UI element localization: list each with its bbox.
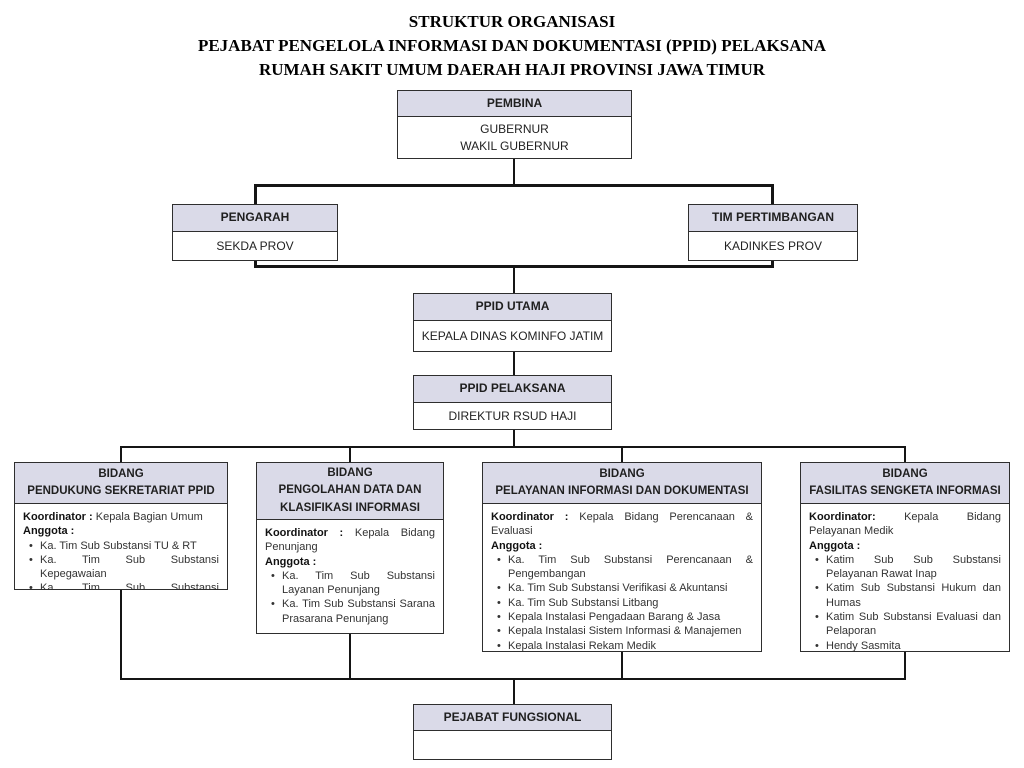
bidang-2-anggota-label: Anggota : <box>265 555 435 569</box>
bidang-4-body: Koordinator: Kepala Bidang Pelayanan Med… <box>801 504 1009 651</box>
connector-b4-drop <box>904 446 906 462</box>
node-ppid-pelaksana: PPID PELAKSANA DIREKTUR RSUD HAJI <box>413 375 612 430</box>
node-ppid-utama-title: PPID UTAMA <box>414 294 611 321</box>
node-pengarah: PENGARAH SEKDA PROV <box>172 204 338 261</box>
list-item: Katim Sub Sub Substansi Pelayanan Rawat … <box>815 553 1001 582</box>
node-ppid-pelaksana-body: DIREKTUR RSUD HAJI <box>414 403 611 429</box>
node-ppid-pelaksana-title: PPID PELAKSANA <box>414 376 611 403</box>
bidang-3-title: BIDANG PELAYANAN INFORMASI DAN DOKUMENTA… <box>483 463 761 504</box>
bidang-2-koordinator: Koordinator : Kepala Bidang Penunjang <box>265 526 435 555</box>
bidang-2-body: Koordinator : Kepala Bidang Penunjang An… <box>257 520 443 633</box>
bidang-3-anggota-list: Ka. Tim Sub Substansi Perencanaan & Peng… <box>491 553 753 651</box>
bidang-1-title: BIDANG PENDUKUNG SEKRETARIAT PPID <box>15 463 227 504</box>
list-item: Kepala Instalasi Sistem Informasi & Mana… <box>497 624 753 639</box>
bidang-pendukung-sekretariat-ppid: BIDANG PENDUKUNG SEKRETARIAT PPID Koordi… <box>14 462 228 590</box>
connector-distribution <box>120 446 906 448</box>
list-item: Ka. Tim Sub Substansi TU & RT <box>29 539 219 554</box>
connector-b3-bottom <box>621 652 623 680</box>
connector-pelaksana-down <box>513 430 515 448</box>
node-pembina-body: GUBERNUR WAKIL GUBERNUR <box>398 117 631 158</box>
bidang-4-title-line-2: FASILITAS SENGKETA INFORMASI <box>809 485 1001 497</box>
bidang-2-title-line-2: PENGOLAHAN DATA DAN <box>278 484 422 497</box>
bidang-1-anggota-list: Ka. Tim Sub Substansi TU & RT Ka. Tim Su… <box>23 539 219 589</box>
node-pengarah-title: PENGARAH <box>173 205 337 232</box>
bidang-pelayanan-informasi-dokumentasi: BIDANG PELAYANAN INFORMASI DAN DOKUMENTA… <box>482 462 762 652</box>
connector-b1-bottom <box>120 590 122 680</box>
bidang-4-title: BIDANG FASILITAS SENGKETA INFORMASI <box>801 463 1009 504</box>
anggota-label: Anggota : <box>265 555 317 568</box>
connector-pembina-down <box>513 159 515 186</box>
list-item: Katim Sub Substansi Hukum dan Humas <box>815 581 1001 610</box>
node-ppid-utama: PPID UTAMA KEPALA DINAS KOMINFO JATIM <box>413 293 612 352</box>
list-item: Kepala Instalasi Rekam Medik <box>497 639 753 651</box>
bidang-pengolahan-data-klasifikasi: BIDANG PENGOLAHAN DATA DAN KLASIFIKASI I… <box>256 462 444 634</box>
list-item: Ka. Tim Sub Substansi Litbang <box>497 596 753 611</box>
connector-b2-drop <box>349 446 351 462</box>
bidang-fasilitas-sengketa-informasi: BIDANG FASILITAS SENGKETA INFORMASI Koor… <box>800 462 1010 652</box>
list-item: Ka. Tim Sub Substansi Kepegawaian <box>29 553 219 582</box>
bidang-2-title-line-3: KLASIFIKASI INFORMASI <box>280 501 420 514</box>
chart-title-line-1: STRUKTUR ORGANISASI <box>408 12 616 31</box>
list-item: Ka. Tim Sub Substansi Perencanaan & Peng… <box>497 553 753 582</box>
node-tim-pertimbangan-body: KADINKES PROV <box>689 232 857 260</box>
bidang-4-title-line-1: BIDANG <box>882 467 928 480</box>
node-tim-pertimbangan: TIM PERTIMBANGAN KADINKES PROV <box>688 204 858 261</box>
node-pejabat-fungsional-body <box>414 731 611 759</box>
connector-to-ppid-utama <box>513 266 515 293</box>
list-item: Ka. Tim Sub Substansi Layanan Penunjang <box>271 569 435 598</box>
anggota-label: Anggota : <box>23 525 75 538</box>
chart-title-line-3: RUMAH SAKIT UMUM DAERAH HAJI PROVINSI JA… <box>258 60 766 79</box>
koordinator-value: Kepala Bidang Perencanaan & Evaluasi <box>491 511 753 538</box>
list-item: Katim Sub Substansi Evaluasi dan Pelapor… <box>815 610 1001 639</box>
bidang-2-title-line-1: BIDANG <box>327 467 373 480</box>
connector-utama-pelaksana <box>513 352 515 375</box>
connector-b2-bottom <box>349 634 351 680</box>
bidang-3-body: Koordinator : Kepala Bidang Perencanaan … <box>483 504 761 651</box>
bidang-3-koordinator: Koordinator : Kepala Bidang Perencanaan … <box>491 510 753 539</box>
bidang-3-title-line-1: BIDANG <box>599 467 645 480</box>
connector-loop-top <box>254 184 774 187</box>
bidang-2-title: BIDANG PENGOLAHAN DATA DAN KLASIFIKASI I… <box>257 463 443 520</box>
koordinator-value: Kepala Bidang Pelayanan Medik <box>809 511 1002 538</box>
bidang-1-body: Koordinator : Kepala Bagian Umum Anggota… <box>15 504 227 589</box>
node-pembina-body-line-1: GUBERNUR <box>480 122 549 137</box>
node-pejabat-fungsional: PEJABAT FUNGSIONAL <box>413 704 612 760</box>
list-item: Hendy Sasmita <box>815 639 1001 651</box>
koordinator-label: Koordinator : <box>491 511 569 523</box>
anggota-label: Anggota : <box>491 539 543 552</box>
connector-b4-bottom <box>904 652 906 680</box>
bidang-1-anggota-label: Anggota : <box>23 524 219 538</box>
chart-title: STRUKTUR ORGANISASI PEJABAT PENGELOLA IN… <box>0 10 1024 82</box>
list-item: Ka. Tim Sub Substansi Verifikasi & Akunt… <box>497 581 753 596</box>
bidang-1-title-line-1: BIDANG <box>98 467 144 480</box>
node-pembina-title: PEMBINA <box>398 91 631 117</box>
bidang-2-anggota-list: Ka. Tim Sub Substansi Layanan Penunjang … <box>265 569 435 626</box>
list-item: Ka. Tim Sub Substansi Perlengkapan <box>29 581 219 589</box>
koordinator-label: Koordinator: <box>809 511 876 523</box>
bidang-3-title-line-2: PELAYANAN INFORMASI DAN DOKUMENTASI <box>495 485 749 497</box>
list-item: Kepala Instalasi Pengadaan Barang & Jasa <box>497 610 753 625</box>
bidang-4-anggota-list: Katim Sub Sub Substansi Pelayanan Rawat … <box>809 553 1001 651</box>
bidang-4-koordinator: Koordinator: Kepala Bidang Pelayanan Med… <box>809 510 1001 539</box>
connector-to-fungsional <box>513 678 515 704</box>
node-pengarah-body: SEKDA PROV <box>173 232 337 260</box>
koordinator-label: Koordinator : <box>23 511 93 523</box>
connector-b3-drop <box>621 446 623 462</box>
bidang-1-title-line-2: PENDUKUNG SEKRETARIAT PPID <box>27 485 215 497</box>
node-pembina-body-line-2: WAKIL GUBERNUR <box>460 138 569 153</box>
node-pejabat-fungsional-title: PEJABAT FUNGSIONAL <box>414 705 611 731</box>
koordinator-value: Kepala Bidang Penunjang <box>265 527 435 554</box>
list-item: Ka. Tim Sub Substansi Sarana Prasarana P… <box>271 597 435 626</box>
bidang-3-anggota-label: Anggota : <box>491 539 753 553</box>
anggota-label: Anggota : <box>809 539 861 552</box>
koordinator-value: Kepala Bagian Umum <box>95 511 203 523</box>
koordinator-label: Koordinator : <box>265 527 344 539</box>
node-ppid-utama-body: KEPALA DINAS KOMINFO JATIM <box>414 321 611 351</box>
node-tim-pertimbangan-title: TIM PERTIMBANGAN <box>689 205 857 232</box>
chart-title-line-2: PEJABAT PENGELOLA INFORMASI DAN DOKUMENT… <box>197 36 827 55</box>
connector-b1-drop <box>120 446 122 462</box>
bidang-1-koordinator: Koordinator : Kepala Bagian Umum <box>23 510 219 524</box>
bidang-4-anggota-label: Anggota : <box>809 539 1001 553</box>
node-pembina: PEMBINA GUBERNUR WAKIL GUBERNUR <box>397 90 632 159</box>
